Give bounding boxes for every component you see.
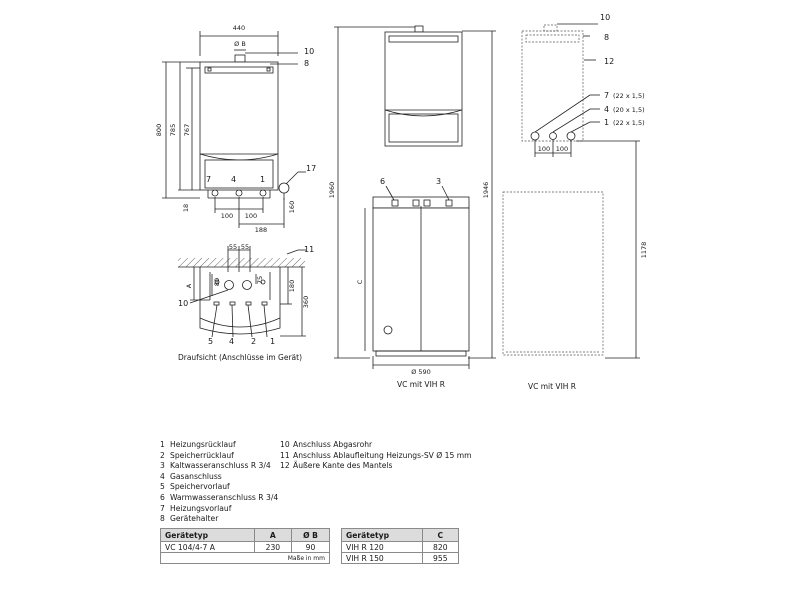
callout-4b: 4	[229, 337, 234, 346]
front-view-caption: VC mit VIH R	[397, 380, 445, 389]
callout-4c: 4	[604, 105, 609, 114]
table-header: Gerätetyp	[160, 528, 255, 542]
dim-55-left: 55	[229, 243, 237, 251]
callout-8c: 8	[604, 33, 609, 42]
units-note: Maße in mm	[160, 552, 330, 564]
table-header: A	[253, 528, 293, 542]
dim-100-a: 100	[538, 145, 550, 153]
callout-7c: 7	[604, 91, 609, 100]
label-4: 4	[231, 175, 236, 184]
device-table-boiler: Gerätetyp A Ø B VC 104/4-7 A 230 90 Maße…	[160, 528, 330, 564]
dim-55-right: 55	[241, 243, 249, 251]
label-7: 7	[206, 175, 211, 184]
dim-18: 18	[182, 204, 190, 212]
side-view	[502, 24, 604, 356]
combined-front-view	[334, 25, 496, 369]
table-row: VC 104/4-7 A 230 90	[160, 541, 330, 553]
plan-view-caption: Draufsicht (Anschlüsse im Gerät)	[178, 353, 302, 362]
side-view-caption: VC mit VIH R	[528, 382, 576, 391]
dim-75: 75	[256, 276, 264, 284]
dim-100-b: 100	[556, 145, 568, 153]
plan-view-text: 55 55 A 80 75 180 360 11 10 5 4 2 1 Drau…	[178, 243, 314, 362]
dim-1178: 1178	[640, 242, 648, 259]
label-1: 1	[260, 175, 265, 184]
table-header: Ø B	[291, 528, 330, 542]
dim-800: 800	[155, 124, 163, 136]
callout-12: 12	[604, 57, 614, 66]
callout-8: 8	[304, 59, 309, 68]
callout-3: 3	[436, 177, 441, 186]
callout-2: 2	[251, 337, 256, 346]
callout-17: 17	[306, 164, 316, 173]
dim-360: 360	[302, 296, 310, 308]
dim-188: 188	[255, 226, 267, 234]
callout-10c: 10	[600, 13, 610, 22]
callout-10b: 10	[178, 299, 188, 308]
dim-100-left: 100	[221, 212, 233, 220]
dim-767: 767	[183, 124, 191, 136]
table-row: VIH R 120 820	[341, 541, 460, 553]
dim-1946: 1946	[482, 182, 490, 199]
dim-590: Ø 590	[411, 368, 431, 376]
dim-100-right: 100	[245, 212, 257, 220]
callout-1b: 1	[270, 337, 275, 346]
callout-4c-size: (20 x 1,5)	[613, 106, 645, 114]
side-view-text: 10 8 12 7 (22 x 1,5) 4 (20 x 1,5) 1 (22 …	[528, 13, 648, 391]
callout-10: 10	[304, 47, 314, 56]
dim-180: 180	[288, 280, 296, 292]
dim-A: A	[185, 283, 193, 288]
dim-flue: Ø B	[234, 40, 246, 48]
table-header: C	[421, 528, 460, 542]
combined-front-view-text: 1960 1946 C Ø 590 6 3 VC mit VIH R	[328, 177, 490, 389]
callout-1c-size: (22 x 1,5)	[613, 119, 645, 127]
dim-80: 80	[213, 278, 221, 286]
callout-11: 11	[304, 245, 314, 254]
dim-160: 160	[288, 201, 296, 213]
callout-7c-size: (22 x 1,5)	[613, 92, 645, 100]
boiler-front-view-text: 440 Ø B 800 785 767 18 7 4 1 100 100 160…	[155, 24, 316, 234]
dim-width: 440	[233, 24, 245, 32]
boiler-front-view	[162, 31, 306, 228]
dim-785: 785	[169, 124, 177, 136]
table-header: Gerätetyp	[341, 528, 423, 542]
callout-6: 6	[380, 177, 385, 186]
dim-C: C	[356, 279, 364, 284]
device-table-cylinder: Gerätetyp C VIH R 120 820 VIH R 150 955	[341, 528, 460, 564]
side-view-lines	[530, 23, 640, 359]
plan-view	[178, 246, 306, 338]
callout-1c: 1	[604, 118, 609, 127]
table-row: VIH R 150 955	[341, 552, 460, 564]
dim-1960: 1960	[328, 182, 336, 199]
callout-5: 5	[208, 337, 213, 346]
